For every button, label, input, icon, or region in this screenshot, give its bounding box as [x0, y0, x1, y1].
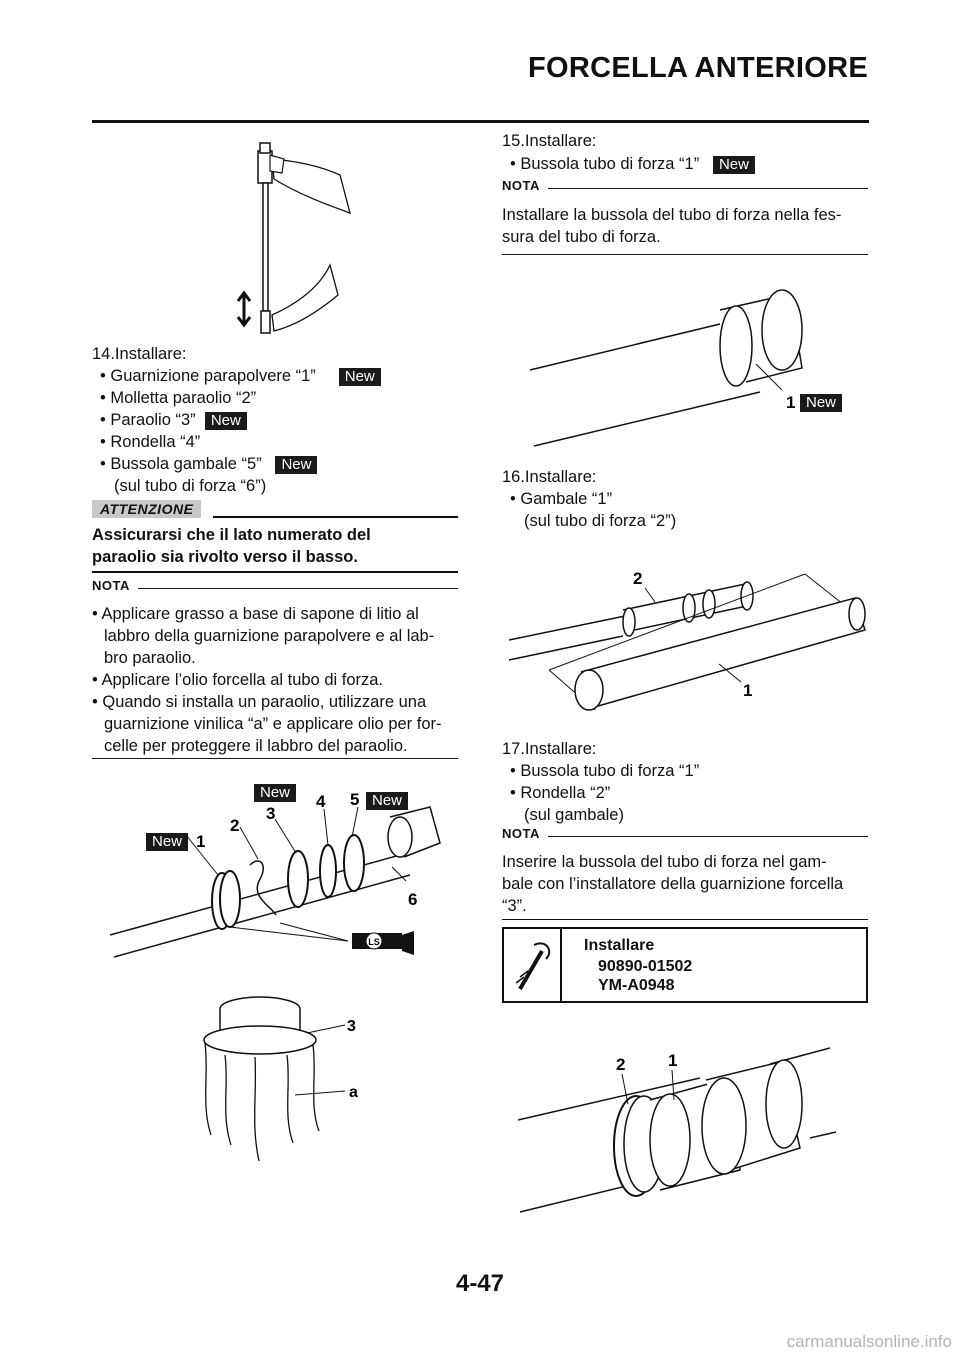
nota-header-17: NOTA: [502, 826, 868, 841]
new-badge: New: [275, 456, 318, 474]
nota-line-1: • Applicare grasso a base di sapone di l…: [92, 605, 419, 623]
watermark: carmanualsonline.info: [786, 1332, 952, 1351]
callout-3b: 3: [347, 1018, 356, 1035]
page-number: 4-47: [455, 1270, 505, 1297]
nota-line-6: guarnizione vinilica “a” e applicare oli…: [104, 715, 442, 733]
attention-rule: [92, 571, 458, 573]
new-badge: New: [366, 792, 409, 810]
callout-1: 1: [668, 1051, 677, 1070]
attention-line-1: Assicurarsi che il lato numerato del: [92, 526, 371, 544]
callout-5: 5: [350, 790, 359, 809]
figure-seal-vinyl: 3 a: [203, 996, 358, 1162]
tool-box: Installare 90890-01502 YM-A0948: [502, 927, 868, 1003]
step16-item: • Gambale “1”: [510, 490, 613, 508]
callout-1: 1: [786, 393, 795, 412]
callout-6: 6: [408, 890, 417, 909]
nota-line-5: • Quando si installa un paraolio, utiliz…: [92, 693, 427, 711]
callout-1: 1: [196, 832, 205, 851]
callout-2: 2: [616, 1055, 625, 1074]
nota-label-17: NOTA: [502, 826, 540, 841]
nota15-line-2: sura del tubo di forza.: [502, 228, 661, 246]
callout-1: 1: [743, 681, 752, 700]
new-badge: New: [338, 368, 381, 386]
nota-line-4: • Applicare l’olio forcella al tubo di f…: [92, 671, 384, 689]
step16-title: 16.Installare:: [502, 468, 597, 486]
new-badge: New: [800, 394, 843, 412]
figure-bushing-washer: 2 1: [517, 1047, 837, 1213]
attention-header: ATTENZIONE: [92, 500, 458, 518]
figure-tube-bushing: 1: [529, 289, 803, 447]
step17-item-1: • Bussola tubo di forza “1”: [510, 762, 700, 780]
step17-sub: (sul gambale): [524, 806, 624, 824]
new-badge: New: [254, 784, 297, 802]
step14-item-4: • Rondella “4”: [100, 433, 201, 451]
nota-line-7: celle per proteggere il labbro del parao…: [104, 737, 408, 755]
nota-label: NOTA: [92, 578, 130, 593]
step15-item: • Bussola tubo di forza “1” New: [510, 153, 755, 175]
tool-title: Installare: [584, 937, 655, 954]
step14-sub: (sul tubo di forza “6”): [114, 477, 267, 495]
step14-item-5: • Bussola gambale “5” New: [100, 453, 318, 475]
nota-label-15: NOTA: [502, 178, 540, 193]
nota17-line-1: Inserire la bussola del tubo di forza ne…: [502, 853, 827, 871]
tool-code-1: 90890-01502: [598, 958, 693, 975]
nota15-line-1: Installare la bussola del tubo di forza …: [502, 206, 842, 224]
page-title: FORCELLA ANTERIORE: [528, 52, 868, 84]
nota17-rule: [502, 919, 868, 920]
step14-item-1: • Guarnizione parapolvere “1” New: [100, 365, 381, 387]
tool-code-2: YM-A0948: [598, 977, 675, 994]
nota-rule: [92, 758, 458, 759]
nota-line-3: bro paraolio.: [104, 649, 196, 667]
nota-line-2: labbro della guarnizione parapolvere e a…: [104, 627, 435, 645]
new-badge: New: [146, 833, 189, 851]
step14-item-2: • Molletta paraolio “2”: [100, 389, 257, 407]
step14-item-3: • Paraolio “3” New: [100, 409, 247, 431]
callout-2: 2: [633, 569, 642, 588]
step15-title: 15.Installare:: [502, 132, 597, 150]
step17-title: 17.Installare:: [502, 740, 597, 758]
callout-a: a: [349, 1084, 358, 1101]
figure-outer-tube: 2 1: [508, 569, 866, 711]
callout-3: 3: [266, 804, 275, 823]
callout-2: 2: [230, 816, 239, 835]
nota-header: NOTA: [92, 578, 458, 593]
new-badge: New: [204, 412, 247, 430]
nota17-line-3: “3”.: [502, 897, 527, 915]
callout-4: 4: [316, 792, 326, 811]
nota17-line-2: bale con l’installatore della guarnizion…: [502, 875, 844, 893]
tool-icon: [515, 942, 551, 991]
step14-title: 14.Installare:: [92, 345, 187, 363]
nota15-rule: [502, 254, 868, 255]
nota-header-15: NOTA: [502, 178, 868, 193]
step17-item-2: • Rondella “2”: [510, 784, 611, 802]
figure-fork-tube-bounce: [236, 142, 351, 334]
new-badge: New: [712, 156, 755, 174]
ls-symbol: LS: [368, 937, 380, 947]
figure-seals-assembly: LS 1 2 3 4 5 6: [109, 790, 441, 958]
header-divider: [92, 120, 869, 123]
step16-sub: (sul tubo di forza “2”): [524, 512, 677, 530]
attention-label: ATTENZIONE: [92, 500, 202, 518]
attention-line-2: paraolio sia rivolto verso il basso.: [92, 548, 358, 566]
